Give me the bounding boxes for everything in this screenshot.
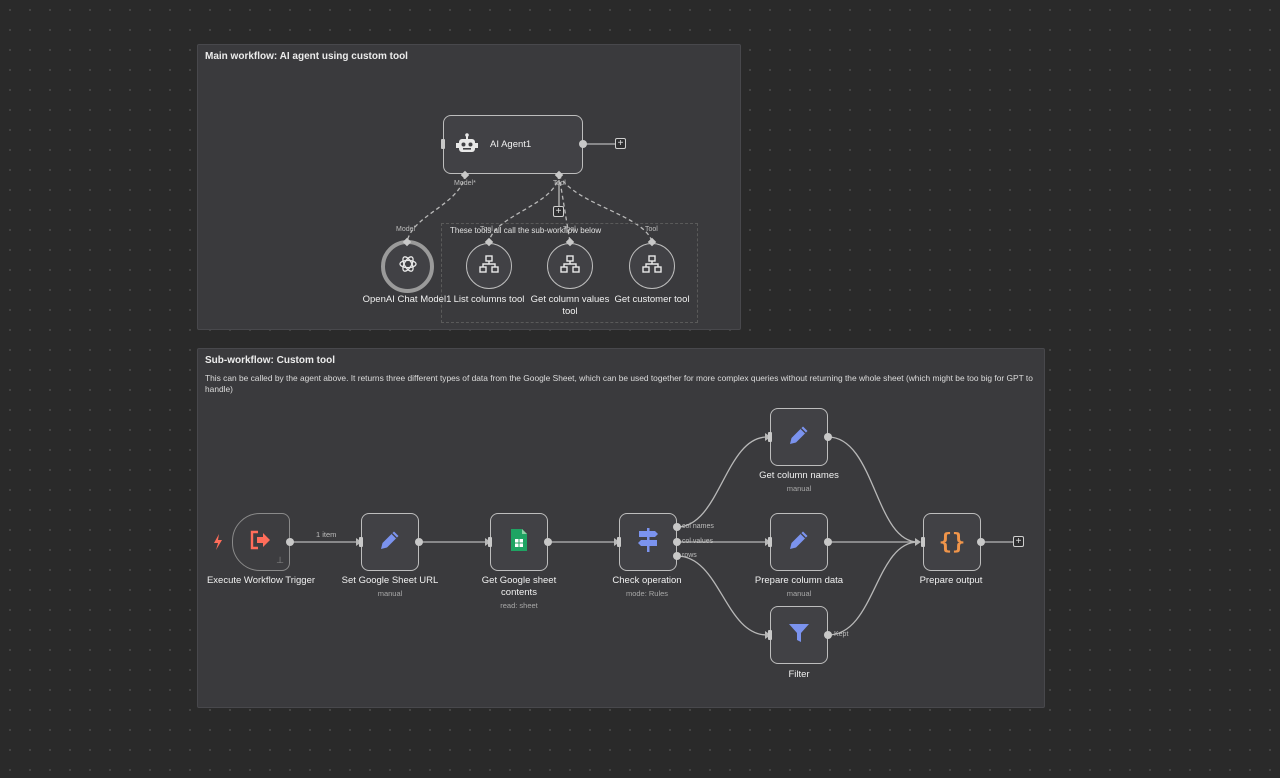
execute-workflow-trigger-label: Execute Workflow Trigger	[206, 575, 316, 586]
check-operation-label: Check operation	[612, 575, 682, 586]
execute-workflow-trigger-node[interactable]: ⊥	[232, 513, 290, 571]
tools-note: These tools all call the sub-workflow be…	[450, 226, 602, 235]
tool-port-label-3: Tool	[645, 226, 658, 233]
prepare-output-node[interactable]: {}	[923, 513, 981, 571]
check-operation-node[interactable]	[619, 513, 677, 571]
get-sheet-input-handle[interactable]	[488, 537, 492, 547]
output-add-node-button[interactable]: +	[1013, 536, 1024, 547]
get-google-sheet-contents-label: Get Google sheet contents	[481, 575, 557, 598]
sign-in-icon	[249, 529, 273, 556]
tool-group-outline	[441, 223, 698, 323]
prep-cols-input-handle[interactable]	[768, 537, 772, 547]
main-workflow-title: Main workflow: AI agent using custom too…	[205, 51, 408, 62]
get-column-values-tool-label: Get column values tool	[530, 294, 610, 317]
agent-add-node-button[interactable]: +	[615, 138, 626, 149]
get-column-values-tool-node[interactable]	[547, 243, 593, 289]
filter-output-handle[interactable]	[824, 631, 832, 639]
check-input-handle[interactable]	[617, 537, 621, 547]
prep-cols-output-handle[interactable]	[824, 538, 832, 546]
check-output-rows-handle[interactable]	[673, 552, 681, 560]
set-url-input-handle[interactable]	[359, 537, 363, 547]
filter-output-label: Kept	[834, 631, 849, 638]
get-column-names-sub: manual	[786, 484, 812, 493]
output-label-col-names: col names	[682, 523, 714, 530]
agent-output-handle[interactable]	[579, 140, 587, 148]
pencil-icon	[378, 528, 402, 557]
robot-icon	[454, 132, 480, 158]
output-label-col-values: col values	[682, 538, 714, 545]
workflow-icon	[479, 254, 499, 278]
filter-icon	[787, 621, 811, 650]
openai-chat-model-node[interactable]	[381, 240, 434, 293]
pencil-icon	[787, 528, 811, 557]
set-google-sheet-url-label: Set Google Sheet URL	[341, 575, 439, 586]
tool-add-button[interactable]: +	[553, 206, 564, 217]
ai-agent-name: AI Agent1	[490, 139, 532, 150]
get-google-sheet-contents-sub: read: sheet	[500, 601, 538, 610]
set-google-sheet-url-node[interactable]	[361, 513, 419, 571]
google-sheets-icon	[510, 528, 528, 557]
prep-output-input-handle[interactable]	[921, 537, 925, 547]
agent-model-port-label: Model*	[454, 180, 476, 187]
check-output-col-values-handle[interactable]	[673, 538, 681, 546]
list-columns-tool-node[interactable]	[466, 243, 512, 289]
prepare-column-data-label: Prepare column data	[754, 575, 844, 586]
openai-icon	[397, 253, 419, 280]
ai-agent-node[interactable]: AI Agent1	[443, 115, 583, 174]
prepare-column-data-node[interactable]	[770, 513, 828, 571]
check-output-col-names-handle[interactable]	[673, 523, 681, 531]
sub-workflow-title: Sub-workflow: Custom tool	[205, 355, 335, 366]
filter-node[interactable]	[770, 606, 828, 664]
prepare-column-data-sub: manual	[786, 589, 812, 598]
get-google-sheet-contents-node[interactable]	[490, 513, 548, 571]
tool-port-label-2: Tool	[563, 226, 576, 233]
trigger-output-handle[interactable]	[286, 538, 294, 546]
get-sheet-output-handle[interactable]	[544, 538, 552, 546]
pencil-icon	[787, 423, 811, 452]
get-col-names-input-handle[interactable]	[768, 432, 772, 442]
set-url-output-handle[interactable]	[415, 538, 423, 546]
tool-port-label-1: Tool	[480, 226, 493, 233]
agent-input-handle[interactable]	[441, 139, 445, 149]
list-columns-tool-label: List columns tool	[453, 294, 525, 305]
edge-item-count: 1 item	[316, 530, 337, 539]
filter-input-handle[interactable]	[768, 630, 772, 640]
code-braces-icon: {}	[938, 529, 966, 555]
sub-workflow-description: This can be called by the agent above. I…	[205, 373, 1033, 394]
trigger-bolt-icon	[213, 534, 223, 550]
prepare-output-label: Prepare output	[919, 575, 983, 586]
openai-chat-model-label: OpenAI Chat Model1	[362, 294, 452, 305]
output-label-rows: rows	[682, 552, 697, 559]
prep-output-output-handle[interactable]	[977, 538, 985, 546]
model-port-label: Model	[396, 226, 416, 233]
get-column-names-label: Get column names	[759, 470, 839, 481]
get-column-names-node[interactable]	[770, 408, 828, 466]
workflow-icon	[642, 254, 662, 278]
get-customer-tool-node[interactable]	[629, 243, 675, 289]
agent-tool-port-label: Tool	[553, 180, 566, 187]
get-customer-tool-label: Get customer tool	[614, 294, 690, 305]
get-col-names-output-handle[interactable]	[824, 433, 832, 441]
signpost-icon	[636, 527, 660, 558]
filter-label: Filter	[788, 669, 810, 680]
set-google-sheet-url-sub: manual	[377, 589, 403, 598]
workflow-icon	[560, 254, 580, 278]
pin-icon: ⊥	[276, 555, 284, 565]
check-operation-sub: mode: Rules	[625, 589, 669, 598]
